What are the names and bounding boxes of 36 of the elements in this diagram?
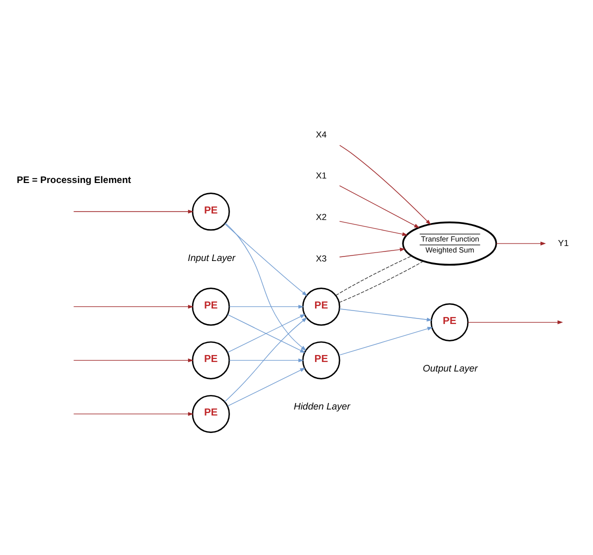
- node-circle: PE: [192, 341, 230, 380]
- arrow: [73, 304, 194, 309]
- arrow: [224, 317, 308, 402]
- node-circle: PE: [192, 288, 230, 326]
- arrow: [338, 326, 433, 356]
- arrow: [339, 185, 420, 228]
- connector: [336, 256, 412, 296]
- label: Hidden Layer: [294, 402, 350, 413]
- node-text: X1: [316, 170, 327, 181]
- arrow: [228, 358, 304, 362]
- arrow: [225, 222, 306, 351]
- arrow: [224, 223, 308, 296]
- node-circle: PE: [192, 192, 230, 231]
- arrow: [339, 308, 432, 322]
- arrow: [468, 320, 563, 324]
- arrow: [228, 304, 304, 309]
- node-text: X4: [316, 129, 327, 140]
- label: Input Layer: [188, 253, 236, 264]
- connector: [338, 260, 424, 303]
- node-text: X3: [316, 253, 327, 264]
- arrow: [227, 314, 306, 353]
- arrow: [339, 145, 431, 225]
- arrow: [73, 412, 194, 416]
- arrow: [496, 242, 546, 246]
- node-text: X2: [316, 212, 327, 222]
- node-circle: PE: [302, 341, 340, 380]
- node-circle: PE: [430, 303, 469, 342]
- node-circle: PE: [192, 394, 230, 433]
- arrow: [339, 248, 406, 258]
- arrow: [73, 358, 194, 362]
- arrow: [227, 368, 306, 406]
- label: PE = Processing Element: [16, 174, 132, 186]
- arrow: [73, 210, 194, 214]
- node-text: Y1: [558, 238, 569, 248]
- arrow: [339, 221, 408, 236]
- label: Output Layer: [422, 364, 478, 375]
